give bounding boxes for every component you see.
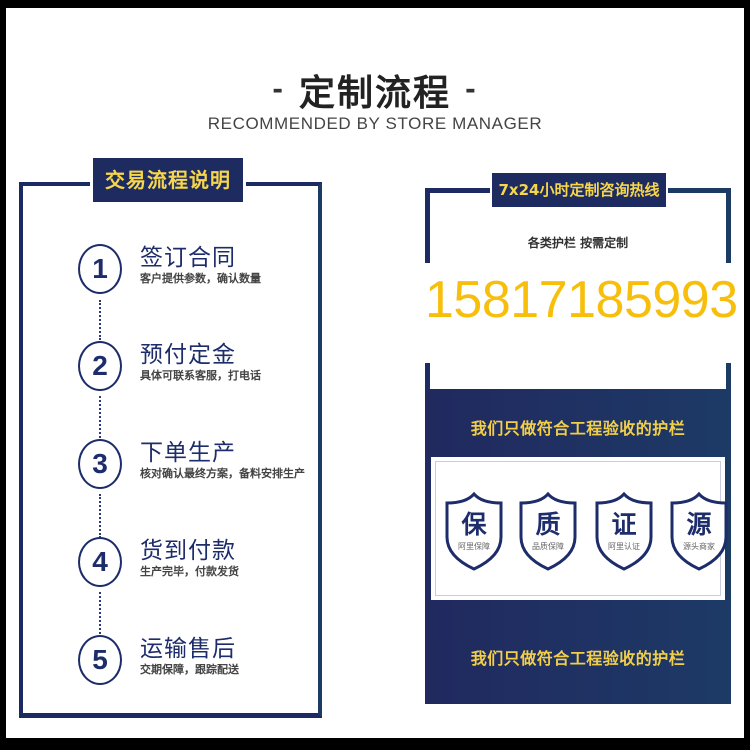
- step-number-circle: 5: [78, 635, 122, 685]
- shield-char: 保: [461, 510, 487, 539]
- step-title: 签订合同: [140, 245, 236, 271]
- process-step-5: 5 运输售后 交期保障，跟踪配送: [78, 635, 338, 691]
- shield-icon: [595, 491, 653, 571]
- step-description: 具体可联系客服，打电话: [140, 369, 261, 382]
- step-description: 核对确认最终方案，备料安排生产: [140, 467, 305, 480]
- step-connector: [99, 592, 101, 634]
- process-step-1: 1 签订合同 客户提供参数，确认数量: [78, 244, 338, 300]
- guarantee-badges: 保 阿里保障 质 品质保障 证 阿里认证 源 源头商家: [425, 457, 731, 600]
- step-title: 预付定金: [140, 342, 236, 368]
- page-canvas: - 定制流程 - RECOMMENDED BY STORE MANAGER 交易…: [6, 8, 744, 738]
- shield-badge-zheng: 证 阿里认证: [593, 491, 655, 571]
- shield-icon: [519, 491, 577, 571]
- step-connector: [99, 494, 101, 538]
- process-panel-label: 交易流程说明: [93, 158, 243, 202]
- shield-char: 质: [535, 510, 561, 539]
- step-title: 货到付款: [140, 538, 236, 564]
- step-title: 运输售后: [140, 636, 236, 662]
- title-text: 定制流程: [298, 73, 451, 114]
- step-number-circle: 2: [78, 341, 122, 391]
- step-number-circle: 1: [78, 244, 122, 294]
- shield-icon: [670, 491, 728, 571]
- step-connector: [99, 300, 101, 340]
- process-step-4: 4 货到付款 生产完毕，付款发货: [78, 537, 338, 593]
- shield-caption: 品质保障: [532, 542, 564, 551]
- page-title: - 定制流程 -: [272, 64, 478, 116]
- hotline-frame-top-right: [668, 188, 731, 193]
- hotline-frame-right-upper: [726, 188, 731, 263]
- hotline-subtitle: 各类护栏 按需定制: [527, 236, 629, 250]
- process-step-3: 3 下单生产 核对确认最终方案，备料安排生产: [78, 439, 338, 495]
- shield-caption: 源头商家: [683, 542, 715, 551]
- shield-caption: 阿里认证: [608, 542, 640, 551]
- step-number-circle: 4: [78, 537, 122, 587]
- title-dash-left: -: [272, 75, 285, 105]
- quality-banner-top: 我们只做符合工程验收的护栏: [425, 389, 731, 464]
- shield-caption: 阿里保障: [458, 542, 490, 551]
- page-header: - 定制流程 -: [6, 64, 744, 116]
- hotline-frame-right-lower: [726, 363, 731, 393]
- shield-badge-zhi: 质 品质保障: [517, 491, 579, 571]
- step-description: 生产完毕，付款发货: [140, 565, 239, 578]
- process-step-2: 2 预付定金 具体可联系客服，打电话: [78, 341, 338, 397]
- hotline-label: 7x24小时定制咨询热线: [492, 173, 666, 207]
- shield-badge-bao: 保 阿里保障: [443, 491, 505, 571]
- shield-char: 证: [611, 510, 637, 539]
- title-dash-right: -: [465, 75, 478, 105]
- hotline-frame-left-lower: [425, 363, 430, 393]
- step-description: 客户提供参数，确认数量: [140, 272, 261, 285]
- hotline-frame-left-upper: [425, 188, 430, 263]
- hotline-frame-top-left: [425, 188, 490, 193]
- step-connector: [99, 396, 101, 438]
- quality-banner-bottom: 我们只做符合工程验收的护栏: [425, 594, 731, 704]
- page-subtitle: RECOMMENDED BY STORE MANAGER: [207, 114, 543, 133]
- shield-icon: [445, 491, 503, 571]
- step-title: 下单生产: [140, 440, 236, 466]
- shield-badge-yuan: 源 源头商家: [668, 491, 730, 571]
- hotline-phone-number[interactable]: 15817185993: [425, 271, 738, 329]
- step-number-circle: 3: [78, 439, 122, 489]
- shield-char: 源: [686, 510, 712, 539]
- step-description: 交期保障，跟踪配送: [140, 663, 239, 676]
